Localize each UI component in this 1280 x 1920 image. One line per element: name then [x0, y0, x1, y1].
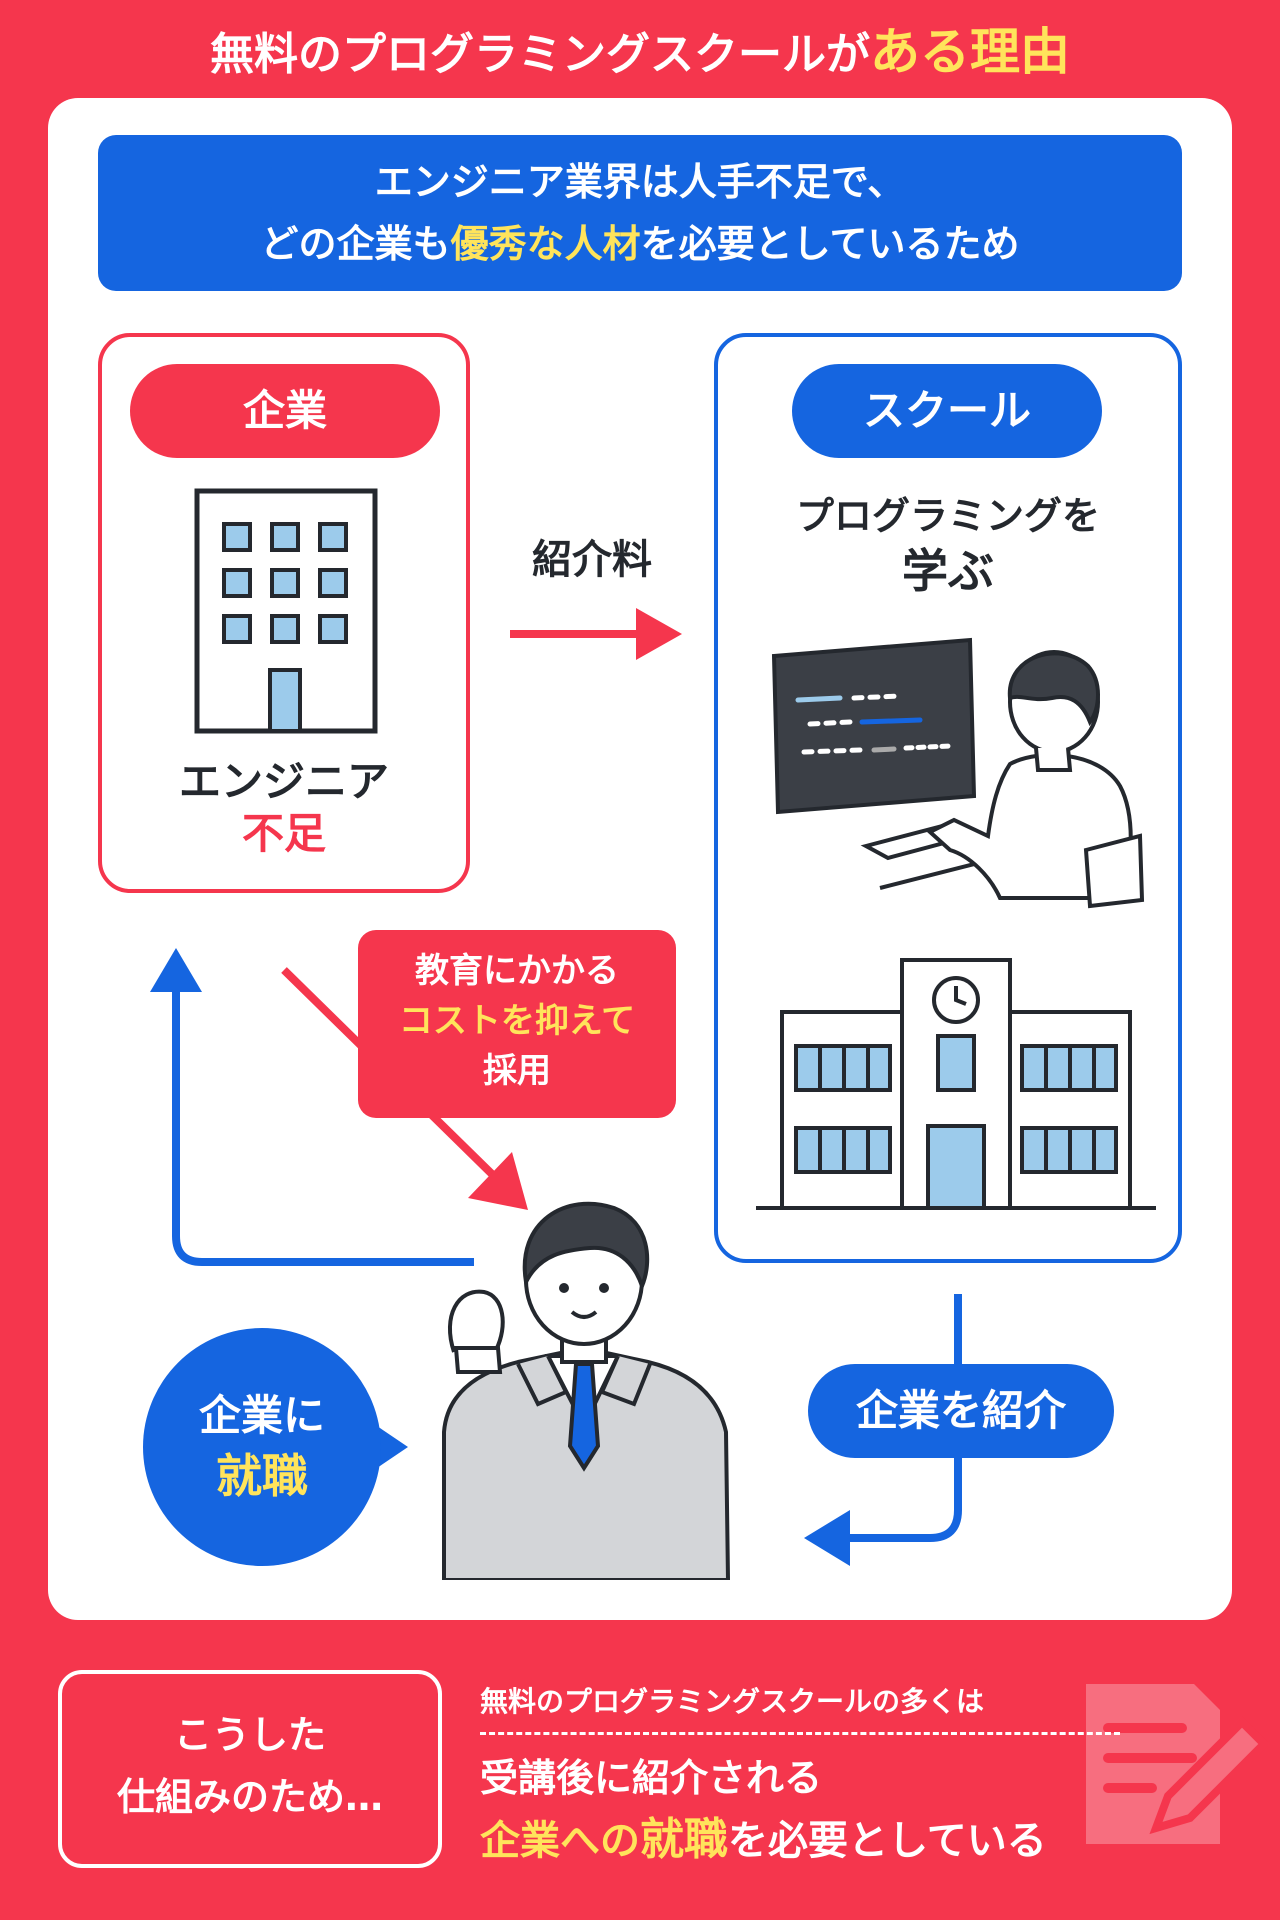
school-box — [714, 333, 1182, 1263]
note-highlight: コストを抑えて — [398, 1001, 636, 1041]
mechanism-line1: こうした — [173, 1713, 326, 1757]
title-highlight: ある理由 — [870, 23, 1070, 81]
page-title: 無料のプログラミングスクールがある理由 — [0, 22, 1280, 85]
programmer-at-computer-icon — [771, 637, 1145, 909]
office-building-icon — [194, 488, 378, 734]
company-label: エンジニア 不足 — [98, 756, 470, 860]
school-caption-line1: プログラミングを — [795, 494, 1100, 538]
company-box — [98, 333, 470, 893]
title-part1: 無料のプログラミングスクールが — [210, 29, 870, 80]
company-label-line1: エンジニア — [178, 757, 389, 806]
company-pill: 企業 — [130, 364, 440, 458]
school-caption-line2: 学ぶ — [902, 544, 994, 598]
cost-note: 教育にかかる コストを抑えて 採用 — [358, 930, 676, 1118]
mechanism-line2: 仕組みのため… — [116, 1775, 383, 1819]
company-label-line2: 不足 — [241, 809, 326, 858]
bottom-highlight2: 就職 — [640, 1814, 728, 1865]
school-building-icon — [756, 958, 1156, 1210]
dashed-divider — [480, 1732, 1120, 1735]
mechanism-box: こうした 仕組みのため… — [58, 1670, 442, 1868]
employment-highlight: 就職 — [216, 1449, 308, 1503]
note-line3: 採用 — [483, 1051, 551, 1091]
introduce-pill: 企業を紹介 — [808, 1364, 1114, 1458]
reason-banner: エンジニア業界は人手不足で、 どの企業も優秀な人材を必要としているため — [98, 135, 1182, 291]
fee-arrow-icon — [510, 608, 682, 660]
school-pill: スクール — [792, 364, 1102, 458]
bottom-line2-post: を必要としている — [728, 1818, 1047, 1864]
fee-label: 紹介料 — [532, 537, 652, 583]
memo-pencil-icon — [1086, 1684, 1268, 1844]
speech-tail-icon — [374, 1424, 408, 1470]
employment-line1: 企業に — [198, 1391, 325, 1440]
introduce-arrow-icon — [804, 1294, 962, 1566]
bottom-highlight1: 企業への — [480, 1818, 640, 1864]
banner-line2-pre: どの企業も — [260, 222, 451, 266]
school-caption: プログラミングを 学ぶ — [714, 490, 1182, 600]
bottom-small-text: 無料のプログラミングスクールの多くは — [480, 1685, 985, 1718]
employment-circle: 企業に 就職 — [143, 1328, 381, 1566]
feedback-arrow-icon — [150, 948, 474, 1266]
banner-line2-post: を必要としているため — [640, 222, 1020, 266]
bottom-line1: 受講後に紹介される — [480, 1756, 823, 1800]
note-line1: 教育にかかる — [415, 951, 619, 991]
businessman-icon — [442, 1201, 731, 1580]
banner-line2: どの企業も優秀な人材を必要としているため — [98, 213, 1182, 275]
banner-highlight: 優秀な人材 — [450, 222, 641, 266]
bottom-line2: 企業への就職を必要としている — [480, 1812, 1047, 1869]
banner-line1: エンジニア業界は人手不足で、 — [374, 160, 906, 204]
